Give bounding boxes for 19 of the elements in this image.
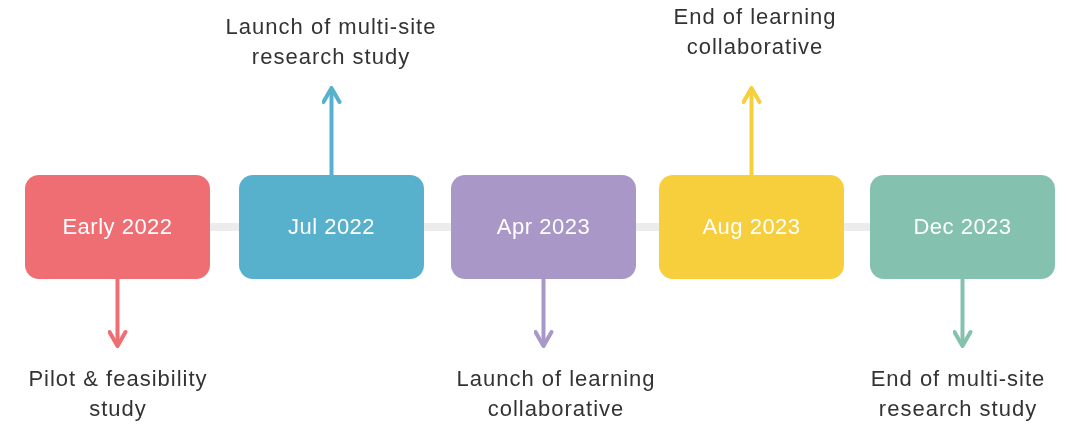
milestone-label: End of learning collaborative bbox=[672, 3, 838, 61]
milestone-label: Launch of learning collaborative bbox=[455, 365, 657, 423]
date-box: Jul 2022 bbox=[239, 175, 424, 279]
arrow bbox=[321, 86, 342, 175]
arrow bbox=[741, 86, 762, 175]
milestone-label: Launch of multi-site research study bbox=[224, 13, 438, 71]
timeline-line bbox=[210, 223, 239, 231]
timeline-line bbox=[636, 223, 659, 231]
date-box: Early 2022 bbox=[25, 175, 210, 279]
timeline-line bbox=[844, 223, 870, 231]
arrow bbox=[107, 279, 128, 348]
milestone-label: Pilot & feasibility study bbox=[27, 365, 209, 423]
timeline-line bbox=[424, 223, 451, 231]
date-box: Aug 2023 bbox=[659, 175, 844, 279]
arrow bbox=[533, 279, 554, 348]
milestone-label: End of multi-site research study bbox=[869, 365, 1047, 423]
date-box: Apr 2023 bbox=[451, 175, 636, 279]
arrow bbox=[952, 279, 973, 348]
date-box: Dec 2023 bbox=[870, 175, 1055, 279]
